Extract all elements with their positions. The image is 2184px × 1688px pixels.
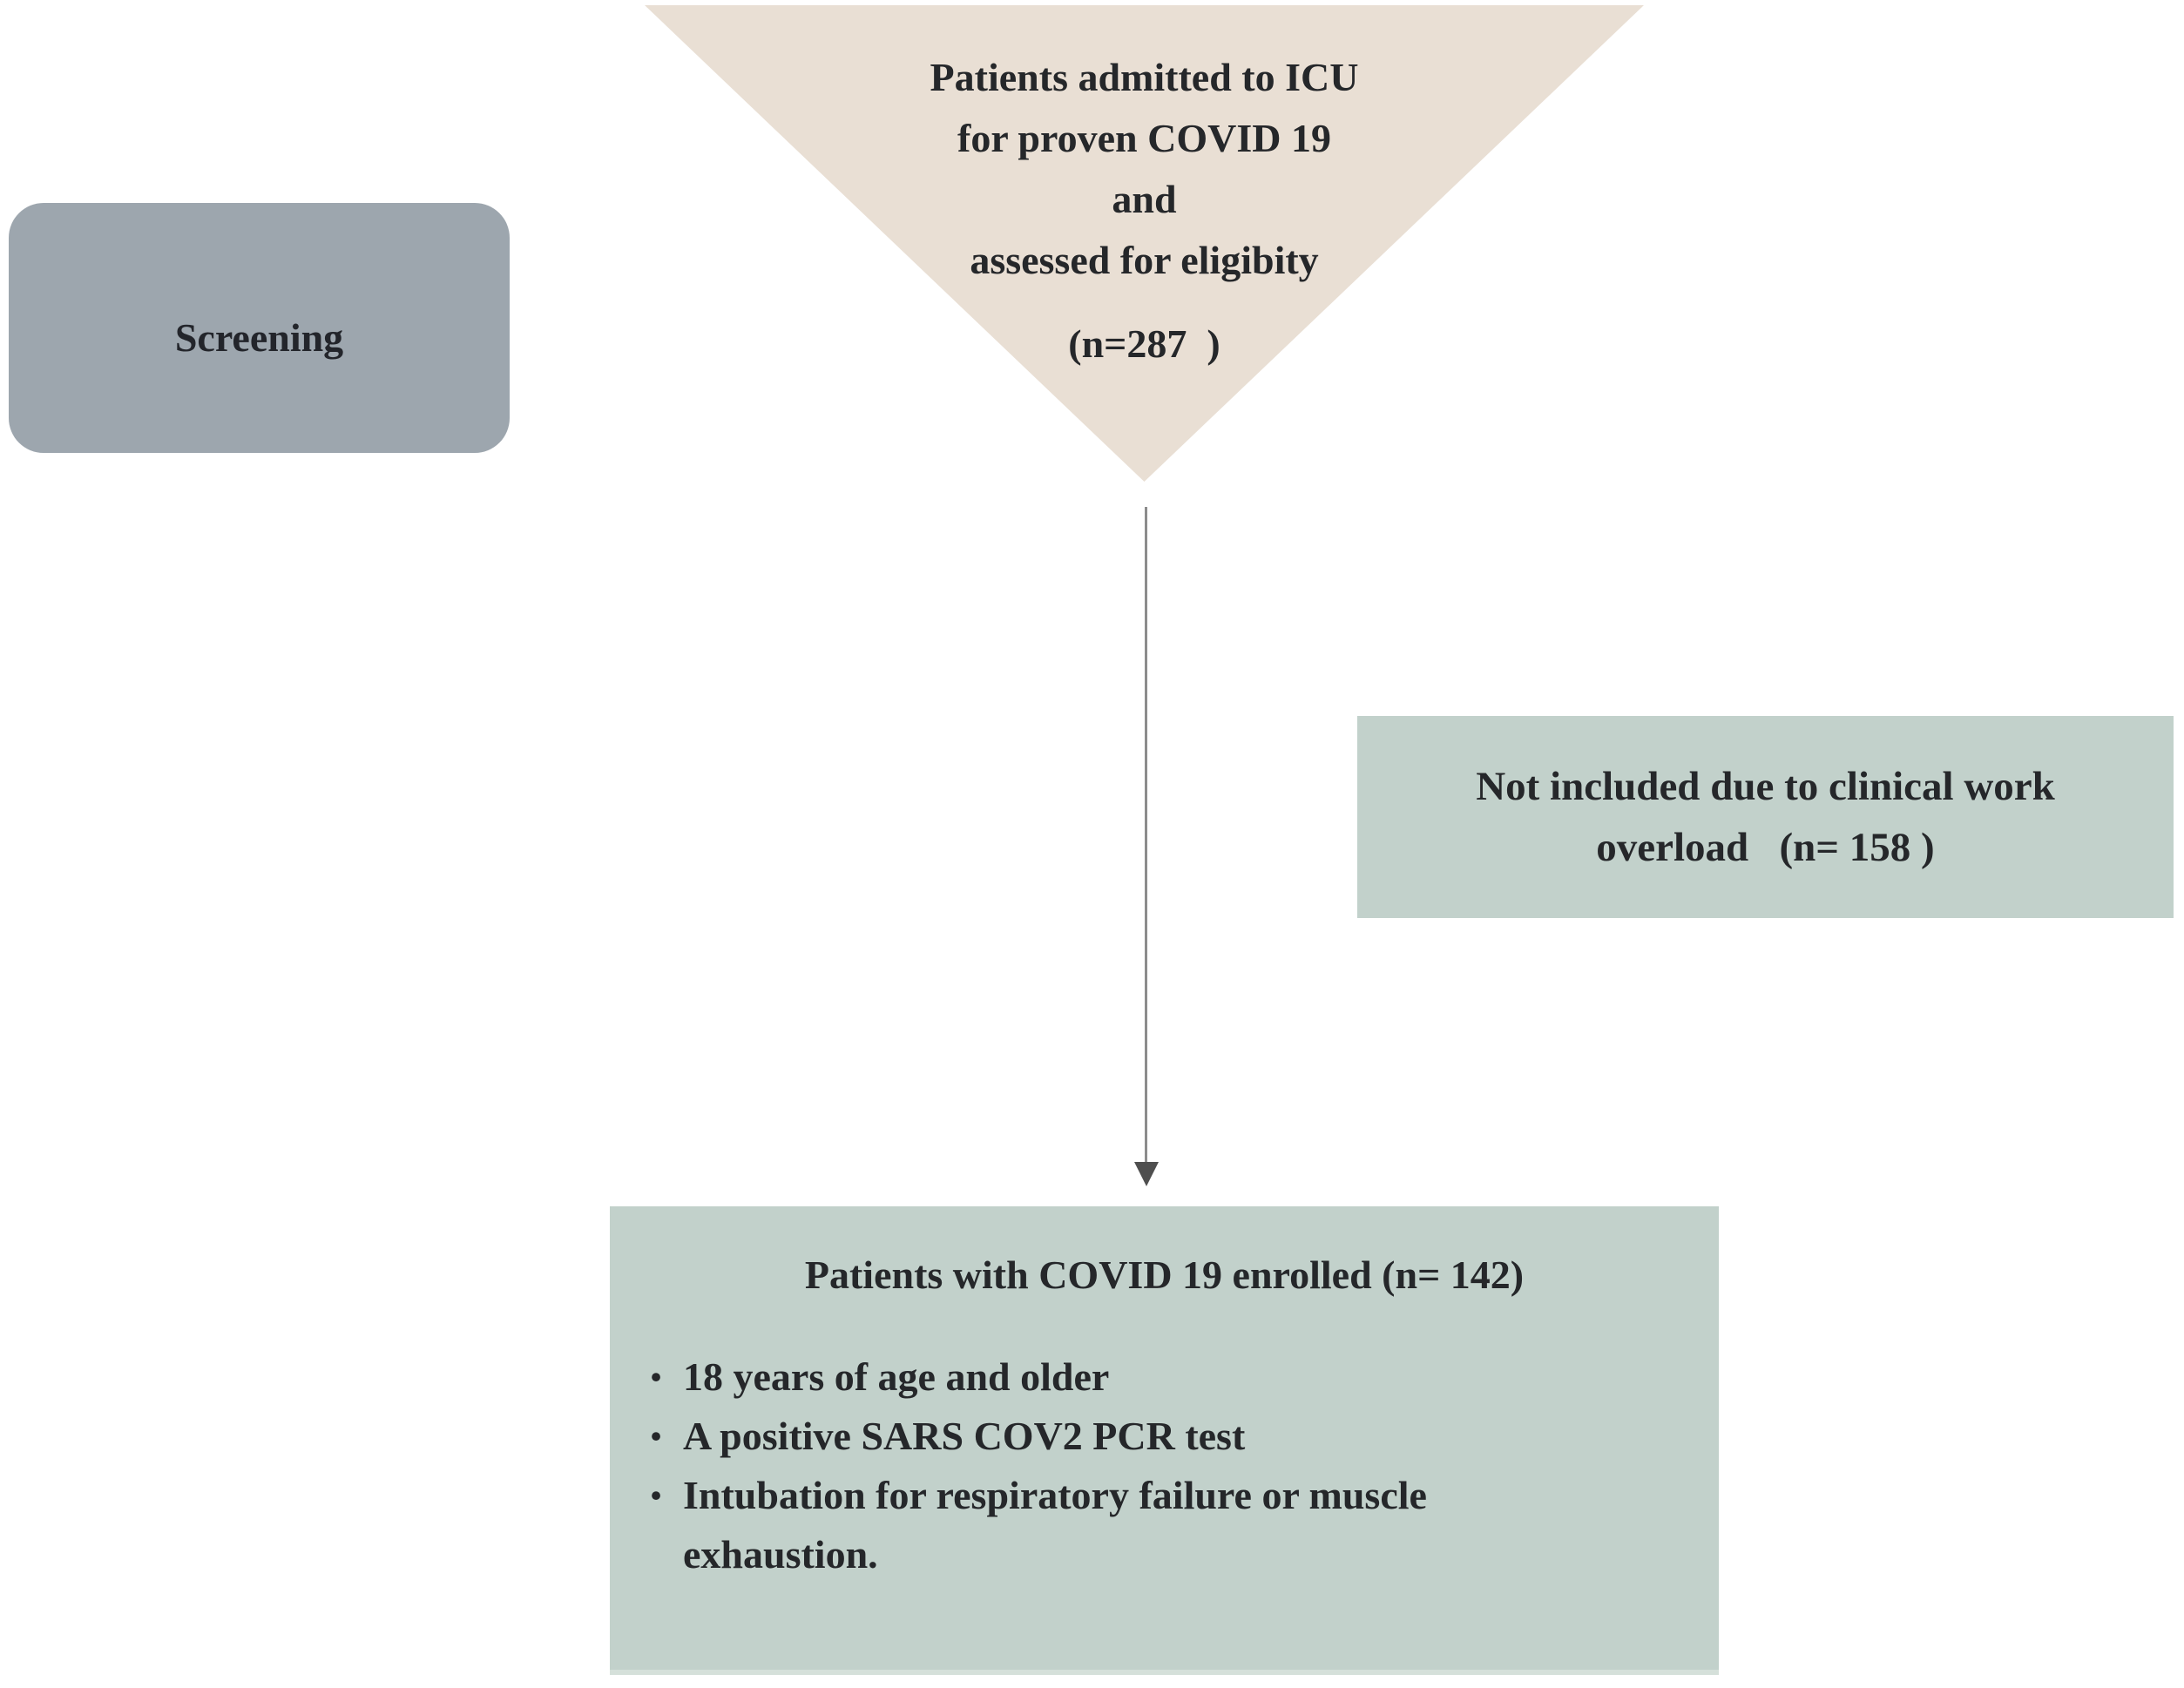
enrolled-criteria-list: • 18 years of age and older • A positive… [610, 1347, 1719, 1584]
criteria-text: Intubation for respiratory failure or mu… [683, 1473, 1427, 1577]
eligibility-funnel-shape: Patients admitted to ICU for proven COVI… [645, 5, 1644, 482]
criteria-text: 18 years of age and older [683, 1354, 1110, 1399]
list-item: • Intubation for respiratory failure or … [629, 1466, 1684, 1584]
arrow-down-icon [1134, 1162, 1159, 1186]
screening-stage-label: Screening [174, 315, 344, 360]
screening-stage-box: Screening [9, 203, 510, 453]
bullet-dot-icon: • [650, 1360, 662, 1394]
criteria-text: A positive SARS COV2 PCR test [683, 1414, 1246, 1458]
exclusion-box: Not included due to clinical work overlo… [1357, 716, 2174, 918]
enrolled-box-title: Patients with COVID 19 enrolled (n= 142) [804, 1252, 1525, 1297]
list-item: • A positive SARS COV2 PCR test [629, 1407, 1684, 1466]
flow-arrow-line [1145, 507, 1147, 1162]
enrolled-box: Patients with COVID 19 enrolled (n= 142)… [610, 1206, 1719, 1675]
exclusion-box-text: Not included due to clinical work overlo… [1476, 764, 2055, 870]
eligibility-funnel-text: Patients admitted to ICU for proven COVI… [930, 55, 1359, 282]
bullet-dot-icon: • [650, 1419, 662, 1454]
bullet-dot-icon: • [650, 1478, 662, 1513]
list-item: • 18 years of age and older [629, 1347, 1684, 1407]
eligibility-funnel-count: (n=287 ) [1068, 321, 1220, 366]
